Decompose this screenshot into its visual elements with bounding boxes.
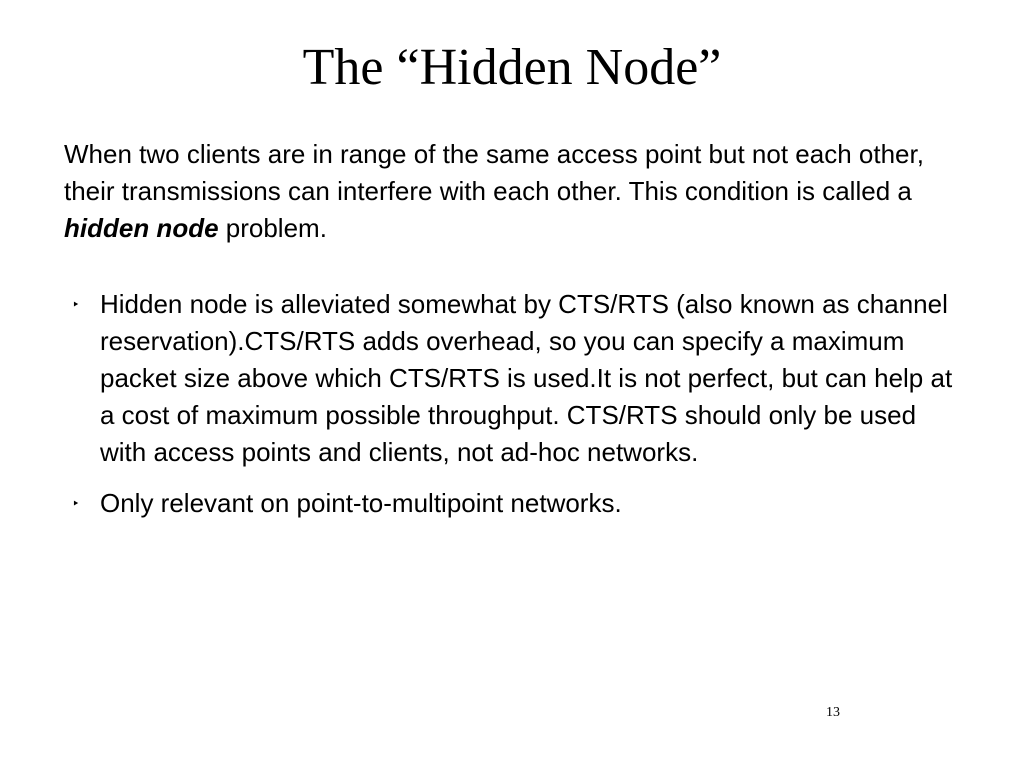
slide-title: The “Hidden Node” [302,39,722,96]
bullet-marker: ‣ [72,496,80,511]
bullet-marker: ‣ [72,297,80,312]
page-number: 13 [826,705,840,720]
bullet-item-cts-rts: ‣ Hidden node is alleviated somewhat by … [64,286,964,471]
intro-emphasis: hidden node [64,213,219,243]
bullet-text: Hidden node is alleviated somewhat by CT… [100,289,953,467]
bullet-item-point-to-multipoint: ‣ Only relevant on point-to-multipoint n… [64,485,964,522]
intro-paragraph: When two clients are in range of the sam… [64,136,964,247]
bullet-text: Only relevant on point-to-multipoint net… [100,488,622,518]
intro-text-after: problem. [218,213,327,243]
bullet-list: ‣ Hidden node is alleviated somewhat by … [64,286,964,536]
intro-text-before: When two clients are in range of the sam… [64,139,924,206]
